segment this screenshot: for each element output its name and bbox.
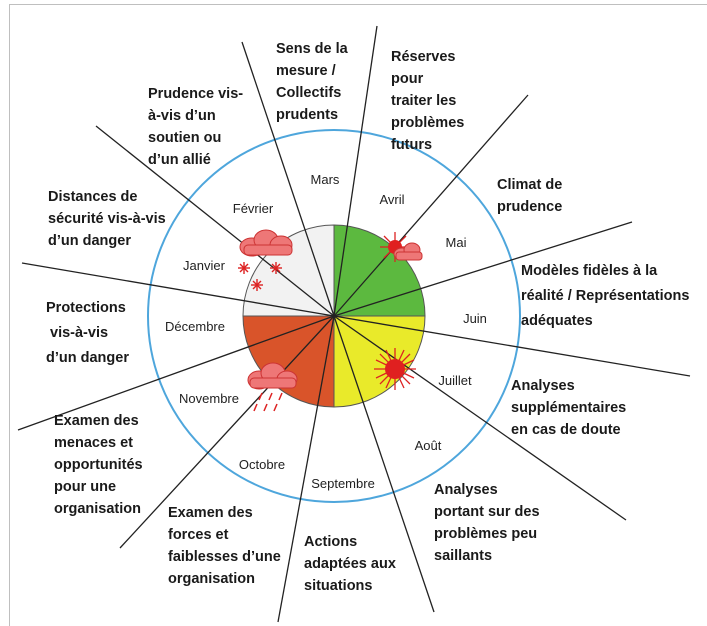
label-line: supplémentaires xyxy=(511,400,627,416)
label-protections: Protections vis-à-vis d’un danger xyxy=(46,296,129,371)
spokes xyxy=(17,25,691,623)
label-modeles: Modèles fidèles à la réalité / Représent… xyxy=(521,259,689,334)
label-analyses-supplementaires: Analyses supplémentaires en cas de doute xyxy=(511,375,626,441)
label-line: réalité / Représentations xyxy=(521,288,690,304)
label-line: situations xyxy=(304,578,373,594)
label-sens-mesure: Sens de la mesure / Collectifs prudents xyxy=(276,38,348,126)
spoke xyxy=(119,315,335,549)
label-reserves: Réserves pour traiter les problèmes futu… xyxy=(391,46,464,156)
spoke xyxy=(21,262,335,317)
spoke xyxy=(333,315,435,613)
label-line: d’un allié xyxy=(148,152,211,168)
month-mars: Mars xyxy=(311,172,340,187)
sun-icon xyxy=(374,348,416,390)
label-line: Examen des xyxy=(168,505,253,521)
label-line: Examen des xyxy=(54,413,139,429)
month-fevrier: Février xyxy=(233,201,274,216)
rain-cloud-icon xyxy=(247,362,298,412)
label-examen-menaces: Examen des menaces et opportunités pour … xyxy=(54,410,143,520)
label-line: Collectifs xyxy=(276,85,342,101)
label-line: Modèles fidèles à la xyxy=(521,263,658,279)
label-line: d’un danger xyxy=(48,233,131,249)
label-prudence-soutien: Prudence vis- à-vis d’un soutien ou d’un… xyxy=(148,83,243,171)
month-juin: Juin xyxy=(463,311,487,326)
label-line: saillants xyxy=(434,548,493,564)
spoke xyxy=(333,94,529,317)
label-climat: Climat de prudence xyxy=(497,174,562,218)
label-line: pour xyxy=(391,71,424,87)
label-line: problèmes xyxy=(391,115,465,131)
month-avril: Avril xyxy=(379,192,404,207)
label-examen-forces: Examen des forces et faiblesses d’une or… xyxy=(168,502,281,590)
label-line: Distances de xyxy=(48,189,138,205)
label-line: Analyses xyxy=(511,378,575,394)
label-line: Climat de xyxy=(497,177,563,193)
month-aout: Août xyxy=(415,438,442,453)
frame-border-left xyxy=(9,4,10,626)
label-line: en cas de doute xyxy=(511,422,621,438)
label-line: faiblesses d’une xyxy=(168,549,281,565)
frame-border-top xyxy=(9,4,707,5)
label-line: sécurité vis-à-vis xyxy=(48,211,166,227)
label-line: pour une xyxy=(54,479,117,495)
spoke xyxy=(333,315,691,377)
month-decembre: Décembre xyxy=(165,319,225,334)
label-line: portant sur des xyxy=(434,504,540,520)
spoke xyxy=(17,315,335,431)
label-line: organisation xyxy=(54,501,142,517)
spoke xyxy=(333,221,633,317)
month-septembre: Septembre xyxy=(311,476,375,491)
label-line: d’un danger xyxy=(46,350,129,366)
label-line: prudence xyxy=(497,199,563,215)
month-ring xyxy=(147,129,521,503)
month-juillet: Juillet xyxy=(438,373,472,388)
label-analyses-problemes: Analyses portant sur des problèmes peu s… xyxy=(434,479,540,567)
label-line: mesure / xyxy=(276,63,336,79)
label-line: organisation xyxy=(168,571,256,587)
spoke xyxy=(333,315,627,521)
label-line: menaces et xyxy=(54,435,133,451)
label-line: problèmes peu xyxy=(434,526,538,542)
month-janvier: Janvier xyxy=(183,258,226,273)
month-octobre: Octobre xyxy=(239,457,285,472)
spoke xyxy=(241,41,335,317)
label-line: prudents xyxy=(276,107,339,123)
label-line: Analyses xyxy=(434,482,498,498)
sector-spring xyxy=(333,224,426,317)
month-novembre: Novembre xyxy=(179,391,239,406)
spoke xyxy=(95,125,335,317)
label-line: futurs xyxy=(391,137,433,153)
label-line: soutien ou xyxy=(148,130,222,146)
label-line: à-vis d’un xyxy=(148,108,216,124)
label-distances: Distances de sécurité vis-à-vis d’un dan… xyxy=(48,186,166,252)
snow-cloud-icon xyxy=(238,229,293,291)
month-mai: Mai xyxy=(446,235,467,250)
label-line: opportunités xyxy=(54,457,143,473)
label-line: vis-à-vis xyxy=(50,325,109,341)
label-actions: Actions adaptées aux situations xyxy=(304,531,396,597)
label-line: adéquates xyxy=(521,313,593,329)
label-line: Réserves xyxy=(391,49,456,65)
label-line: Actions xyxy=(304,534,358,550)
label-line: Sens de la xyxy=(276,41,348,57)
spoke xyxy=(277,315,335,623)
label-line: traiter les xyxy=(391,93,457,109)
label-line: Prudence vis- xyxy=(148,86,244,102)
label-line: forces et xyxy=(168,527,229,543)
spoke xyxy=(333,25,378,317)
sun-cloud-icon xyxy=(380,232,423,262)
label-line: Protections xyxy=(46,300,126,316)
label-line: adaptées aux xyxy=(304,556,396,572)
